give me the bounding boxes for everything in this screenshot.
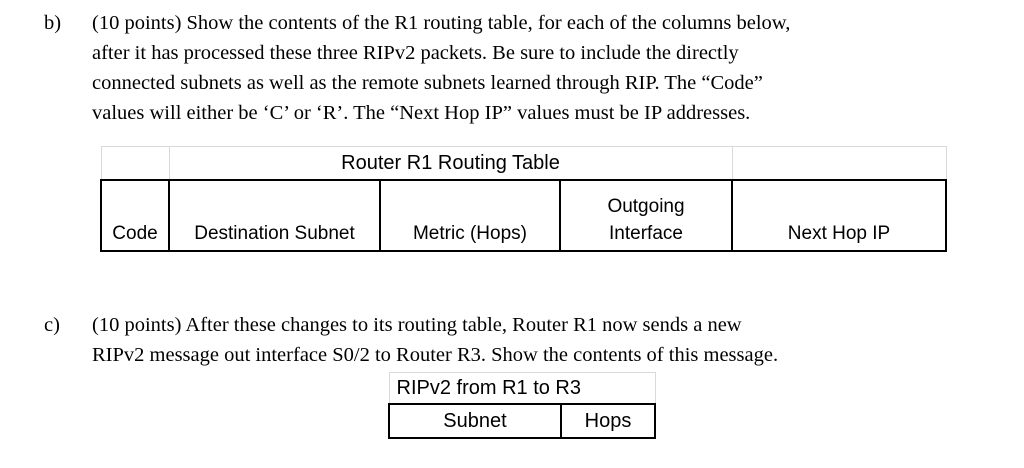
routing-table-header-next-hop-ip: Next Hop IP xyxy=(731,179,947,252)
ripv2-message-table: RIPv2 from R1 to R3 Subnet Hops xyxy=(388,372,656,439)
question-b-marker: b) xyxy=(44,12,62,34)
question-b: b) (10 points) Show the contents of the … xyxy=(44,8,1016,128)
routing-table-header-destination-subnet: Destination Subnet xyxy=(168,179,381,252)
routing-table: Router R1 Routing Table Code Destination… xyxy=(100,146,947,252)
routing-table-header-outgoing-line2: Interface xyxy=(609,223,683,244)
routing-table-title-spacer-left xyxy=(100,146,170,181)
routing-table-title-spacer-right xyxy=(731,146,947,181)
ripv2-table-header-row: Subnet Hops xyxy=(388,403,656,439)
question-c-text: (10 points) After these changes to its r… xyxy=(92,310,1016,370)
question-b-line-4: values will either be ‘C’ or ‘R’. The “N… xyxy=(92,102,751,124)
question-c-marker: c) xyxy=(44,314,60,336)
question-b-text: (10 points) Show the contents of the R1 … xyxy=(92,8,1016,128)
routing-table-header-row: Code Destination Subnet Metric (Hops) Ou… xyxy=(100,179,947,252)
question-b-line-1: (10 points) Show the contents of the R1 … xyxy=(92,12,791,34)
question-c-line-1: (10 points) After these changes to its r… xyxy=(92,314,742,336)
routing-table-header-outgoing-interface: Outgoing Interface xyxy=(559,179,733,252)
routing-table-header-outgoing-line1: Outgoing xyxy=(607,196,685,217)
ripv2-table-title-row: RIPv2 from R1 to R3 xyxy=(388,372,656,405)
routing-table-title-row: Router R1 Routing Table xyxy=(100,146,947,181)
routing-table-header-metric-hops: Metric (Hops) xyxy=(379,179,561,252)
routing-table-title: Router R1 Routing Table xyxy=(168,146,733,181)
ripv2-table-header-hops: Hops xyxy=(560,403,656,439)
ripv2-table-title: RIPv2 from R1 to R3 xyxy=(388,372,656,405)
question-b-line-2: after it has processed these three RIPv2… xyxy=(92,42,739,64)
question-c: c) (10 points) After these changes to it… xyxy=(44,310,1016,370)
question-b-line-3: connected subnets as well as the remote … xyxy=(92,72,763,94)
question-c-line-2: RIPv2 message out interface S0/2 to Rout… xyxy=(92,344,779,366)
routing-table-header-code: Code xyxy=(100,179,170,252)
ripv2-table-header-subnet: Subnet xyxy=(388,403,562,439)
